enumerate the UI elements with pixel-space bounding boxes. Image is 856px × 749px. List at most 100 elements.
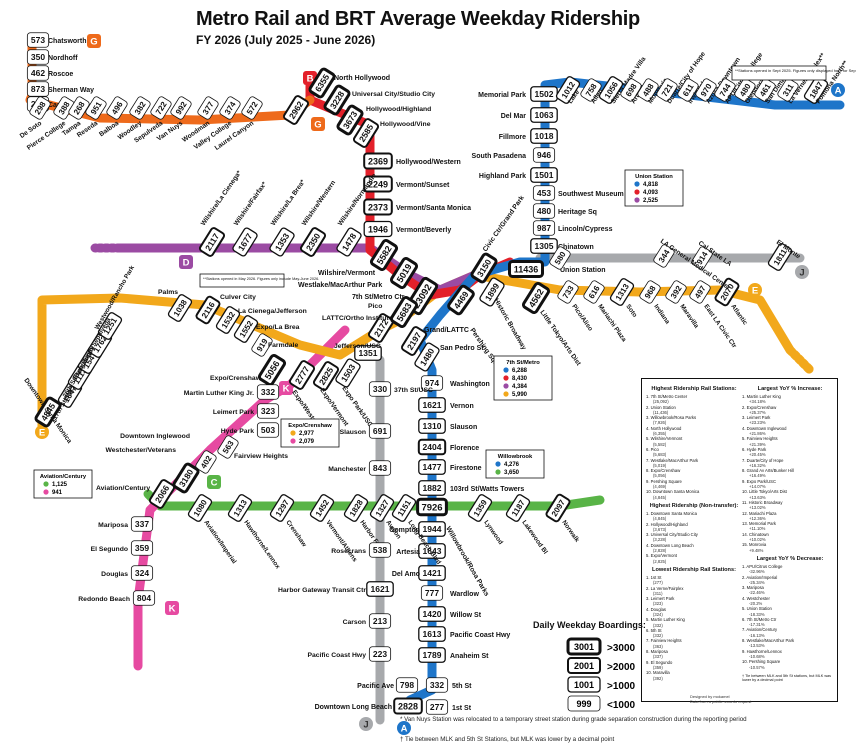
lowest-item-label: 10. Maravilla bbox=[646, 670, 670, 676]
legend-threshold-label: >1000 bbox=[607, 681, 636, 692]
station-marker: 744 bbox=[714, 78, 736, 102]
decrease-item: 2. Aviation/Imperial-25.34% bbox=[742, 575, 837, 586]
decrease-item-value: -32.96% bbox=[749, 569, 765, 575]
station-marker: 1503 bbox=[335, 358, 361, 388]
highest-ridership-heading: Highest Ridership Rail Stations: bbox=[651, 386, 737, 392]
highest-item-value: (4,469) bbox=[653, 484, 667, 490]
lowest-item-value: (311) bbox=[653, 590, 663, 596]
nontransfer-item-label: 2. Hollywood/Highland bbox=[646, 521, 688, 527]
station-name: Fillmore bbox=[499, 134, 526, 141]
station-name: Chinatown bbox=[558, 244, 594, 251]
lowest-item-label: 1. 1st St bbox=[646, 574, 662, 580]
highest-ridership-list: 1. 7th St/Metro Center(25,092)2. Union S… bbox=[646, 394, 742, 500]
station-box bbox=[363, 220, 393, 238]
callout-line-dot bbox=[290, 430, 296, 436]
nontransfer-item-label: 1. Downtown Santa Monica bbox=[646, 510, 697, 516]
station-box bbox=[219, 96, 241, 120]
station-marker: 722 bbox=[150, 96, 172, 120]
station-marker: 2117 bbox=[198, 227, 226, 257]
legend-sample-value: 1001 bbox=[574, 680, 594, 690]
station-name: LATTC/Ortho Institute bbox=[322, 315, 393, 322]
station-name: Civic Ctr/Grand Park bbox=[482, 194, 526, 253]
station-box bbox=[343, 494, 369, 522]
increase-item-value: +25.37% bbox=[749, 409, 766, 415]
station-marker: 11436 bbox=[508, 260, 544, 278]
station-marker: 946 bbox=[532, 147, 556, 163]
station-box bbox=[418, 418, 446, 434]
highest-item: 2. Union Station(11,436) bbox=[646, 405, 742, 416]
station-box bbox=[653, 244, 675, 268]
station-name: Expo/Crenshaw bbox=[210, 375, 262, 382]
increase-item: 2. Expo/Crenshaw+25.37% bbox=[742, 405, 837, 416]
credit-source: Data from a public records request bbox=[690, 699, 752, 704]
station-boarding-value: 1643 bbox=[423, 546, 442, 556]
decrease-item: 7. Aviation/Century-16.13% bbox=[742, 627, 837, 638]
station-boarding-value: 2373 bbox=[368, 202, 388, 212]
station-boarding-value: 1421 bbox=[423, 568, 442, 578]
station-marker: 2828 bbox=[393, 697, 423, 715]
station-name: Hawthorne/Lennox bbox=[242, 519, 281, 570]
station-box bbox=[363, 198, 393, 216]
line-badge-letter: A bbox=[401, 724, 408, 735]
station-box bbox=[420, 585, 444, 601]
station-marker: 223 bbox=[368, 646, 392, 662]
station-marker: 496 bbox=[106, 96, 128, 120]
increase-item: 15. Monrovia+9.48% bbox=[742, 542, 837, 553]
station-marker: 5056 bbox=[257, 353, 287, 387]
station-boarding-value: 1621 bbox=[371, 584, 390, 594]
decrease-item: 8. Westlake/MacArthur Park-13.53% bbox=[742, 638, 837, 649]
station-box bbox=[689, 280, 711, 304]
station-box bbox=[368, 613, 392, 629]
station-box bbox=[132, 590, 156, 606]
station-marker: 2373 bbox=[363, 198, 393, 216]
increase-item-value: +20.45% bbox=[749, 452, 766, 458]
station-name: 5th St bbox=[452, 683, 472, 690]
station-boarding-value: 946 bbox=[537, 150, 551, 160]
station-boarding-value: 1882 bbox=[423, 483, 442, 493]
station-box bbox=[767, 243, 793, 271]
decrease-item-label: 4. Westchester bbox=[742, 595, 770, 601]
station-box bbox=[257, 353, 287, 387]
station-name: Pico bbox=[368, 303, 382, 310]
station-marker: 758 bbox=[580, 78, 602, 102]
station-name: Palms bbox=[158, 289, 178, 296]
station-box bbox=[393, 697, 423, 715]
c-line-route bbox=[143, 489, 605, 511]
callout-line-dot bbox=[495, 461, 501, 467]
station-box bbox=[418, 397, 446, 413]
station-marker: 1080 bbox=[187, 494, 213, 522]
station-name: Rosecrans bbox=[331, 548, 366, 555]
j-line-badge: J bbox=[795, 265, 809, 279]
foothill-note-box bbox=[731, 65, 827, 81]
station-box bbox=[130, 540, 154, 556]
station-name: Wardlow bbox=[450, 591, 479, 598]
station-marker: 2350 bbox=[299, 227, 327, 257]
callout-line-dot bbox=[634, 197, 640, 203]
station-marker: 1480 bbox=[414, 342, 440, 372]
station-marker: 2197 bbox=[400, 326, 428, 356]
station-boarding-value: 11436 bbox=[514, 264, 539, 274]
decrease-item-value: -10.68% bbox=[749, 653, 765, 659]
station-name: Jefferson/USC bbox=[334, 343, 381, 350]
station-box bbox=[97, 312, 123, 340]
station-marker: 580 bbox=[549, 246, 571, 270]
station-boarding-value: 974 bbox=[425, 378, 439, 388]
station-name: El Segundo bbox=[91, 546, 128, 553]
page-title: Metro Rail and BRT Average Weekday Rider… bbox=[196, 8, 640, 30]
line-badge-shape bbox=[165, 601, 179, 615]
station-marker: 1313 bbox=[609, 278, 635, 306]
station-marker: 1552 bbox=[233, 315, 259, 343]
station-boarding-value: 332 bbox=[261, 387, 275, 397]
station-boarding-value: 843 bbox=[373, 463, 387, 473]
station-name: Expo/La Brea bbox=[256, 324, 300, 331]
station-name: Laurel Canyon bbox=[214, 120, 256, 152]
station-marker: 1351 bbox=[354, 345, 382, 361]
callout-line-dot bbox=[290, 438, 296, 444]
station-marker: 374 bbox=[219, 96, 241, 120]
station-boarding-value: 987 bbox=[537, 223, 551, 233]
station-marker: 951 bbox=[85, 96, 107, 120]
station-marker: 2404 bbox=[417, 438, 447, 456]
station-marker: 1811 bbox=[767, 243, 793, 271]
station-name: Del Mar bbox=[501, 113, 527, 120]
